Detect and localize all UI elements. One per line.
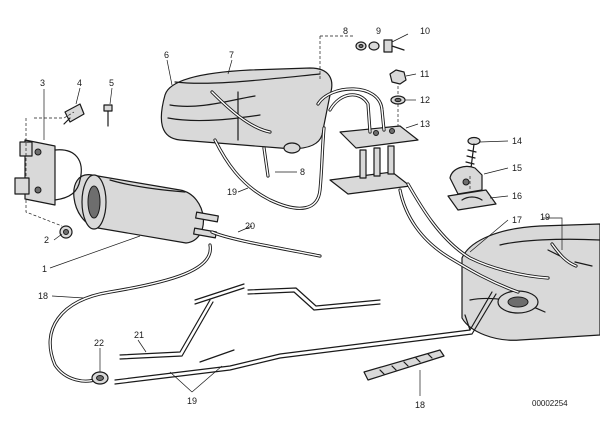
holder-part-16 xyxy=(447,189,497,211)
callout-2: 2 xyxy=(44,235,49,245)
screw-part-14 xyxy=(465,136,481,177)
leader-lines xyxy=(43,33,563,396)
callout-16: 16 xyxy=(512,191,522,201)
document-number: 00002254 xyxy=(532,399,568,408)
callout-19-mid: 19 xyxy=(227,187,237,197)
callout-18-bottom: 18 xyxy=(415,400,425,410)
callout-21: 21 xyxy=(134,330,144,340)
callout-22: 22 xyxy=(94,338,104,348)
cable-tie-part-18 xyxy=(363,349,445,381)
assembly-lines xyxy=(25,35,471,227)
callout-19-right: 19 xyxy=(540,212,550,222)
callout-9: 9 xyxy=(376,26,381,36)
callout-13: 13 xyxy=(420,119,430,129)
callout-7: 7 xyxy=(229,50,234,60)
callout-15: 15 xyxy=(512,163,522,173)
grommet-part-12 xyxy=(390,95,406,105)
callout-12: 12 xyxy=(420,95,430,105)
clip-part-4 xyxy=(63,103,85,125)
clamp-part-15 xyxy=(449,165,483,195)
callout-14: 14 xyxy=(512,136,522,146)
callout-20: 20 xyxy=(245,221,255,231)
washer-part-8 xyxy=(355,41,367,51)
callout-18-left: 18 xyxy=(38,291,48,301)
screw-part-5 xyxy=(103,104,113,127)
callout-19-bottom: 19 xyxy=(187,396,197,406)
canister-bracket xyxy=(14,139,82,206)
bolt-part-10 xyxy=(383,39,405,53)
carbon-canister xyxy=(73,174,219,244)
callout-10: 10 xyxy=(420,26,430,36)
valve-plate-assembly xyxy=(329,125,419,195)
grommet-part-22 xyxy=(91,371,109,385)
nut-part-11 xyxy=(389,69,407,85)
fuel-lines xyxy=(48,87,578,385)
callout-17: 17 xyxy=(512,215,522,225)
fuel-tank xyxy=(461,223,600,341)
callout-3: 3 xyxy=(40,78,45,88)
callout-11: 11 xyxy=(420,69,429,79)
callout-4: 4 xyxy=(77,78,82,88)
washer-part-9 xyxy=(368,41,380,51)
callout-8-top: 8 xyxy=(343,26,348,36)
callout-labels: 3 4 5 6 7 8 9 10 11 12 13 14 15 16 17 19… xyxy=(38,26,550,410)
callout-6: 6 xyxy=(164,50,169,60)
callout-1: 1 xyxy=(42,264,47,274)
air-filter-housing xyxy=(160,67,333,154)
callout-8-mid: 8 xyxy=(300,167,305,177)
nut-part-2 xyxy=(59,225,73,239)
callout-5: 5 xyxy=(109,78,114,88)
